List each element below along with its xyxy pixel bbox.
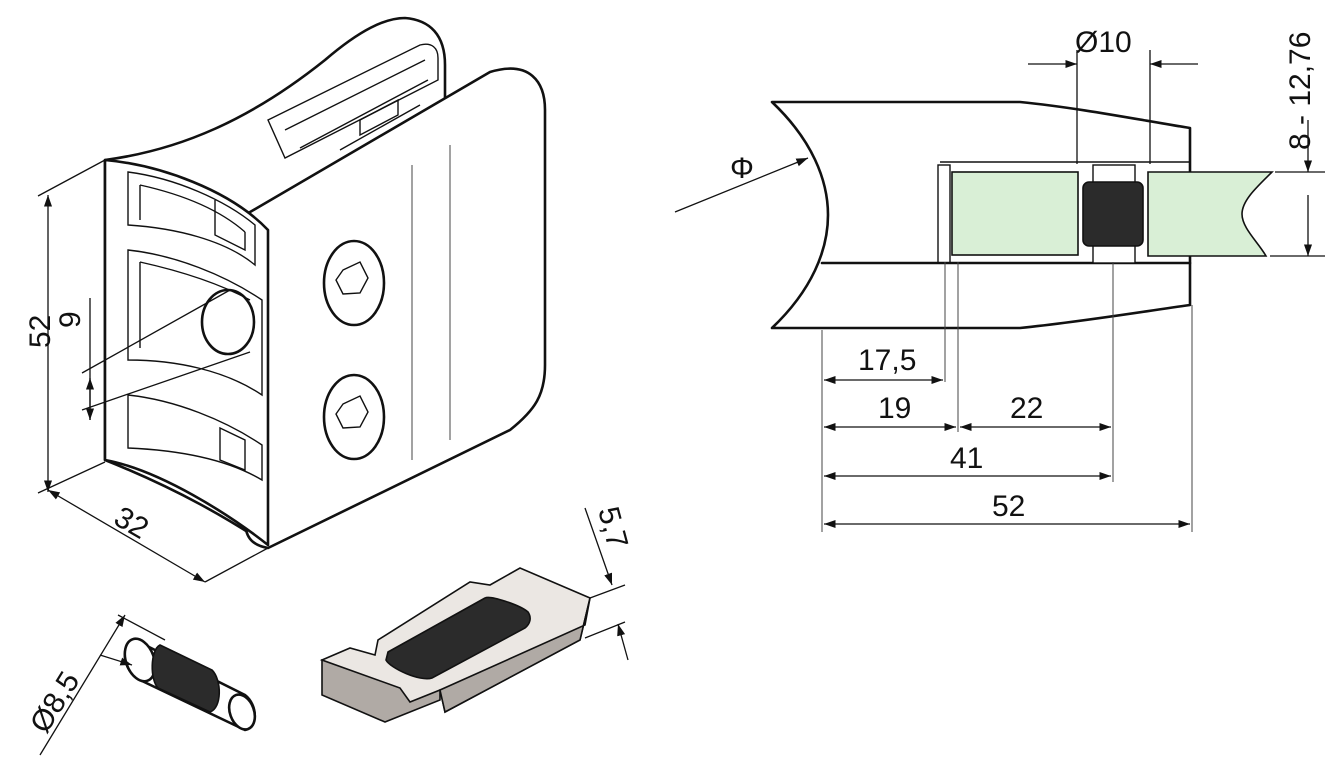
clamp-top-slot (267, 43, 439, 159)
dim-pin-diameter: Ø8,5 (24, 666, 86, 739)
glass-pane-right (1147, 171, 1274, 257)
dim-pin-diameter-section: Ø10 (1075, 26, 1132, 59)
clamp-isometric-view: 52 32 9 (24, 16, 547, 583)
screw-head-bottom-icon (322, 373, 386, 461)
dim-iso-height: 52 (24, 315, 57, 348)
dim-19: 19 (878, 392, 911, 425)
dim-glass-range: 8 - 12,76 (1284, 32, 1317, 150)
dim-tube-diameter: Φ (730, 152, 754, 185)
insert-rubber-pad (385, 596, 531, 680)
glass-pane-left (951, 171, 1079, 256)
clamp-front-plate (243, 67, 547, 550)
pin-view: Ø8,5 (24, 614, 257, 756)
dim-52: 52 (992, 490, 1025, 523)
clamp-saddle-face (103, 158, 270, 547)
dim-17-5: 17,5 (858, 344, 916, 377)
dim-22: 22 (1010, 392, 1043, 425)
pin-rubber-sleeve (151, 644, 221, 713)
section-pin-rubber (1082, 181, 1144, 247)
section-view: Φ Ø10 8 - 12,76 17,5 19 22 41 52 (674, 26, 1325, 532)
dim-41: 41 (950, 442, 983, 475)
insert-view: 5,7 (319, 503, 634, 723)
screw-head-top-icon (322, 239, 386, 327)
dim-iso-depth: 32 (109, 500, 154, 545)
dim-iso-hole: 9 (54, 311, 87, 328)
